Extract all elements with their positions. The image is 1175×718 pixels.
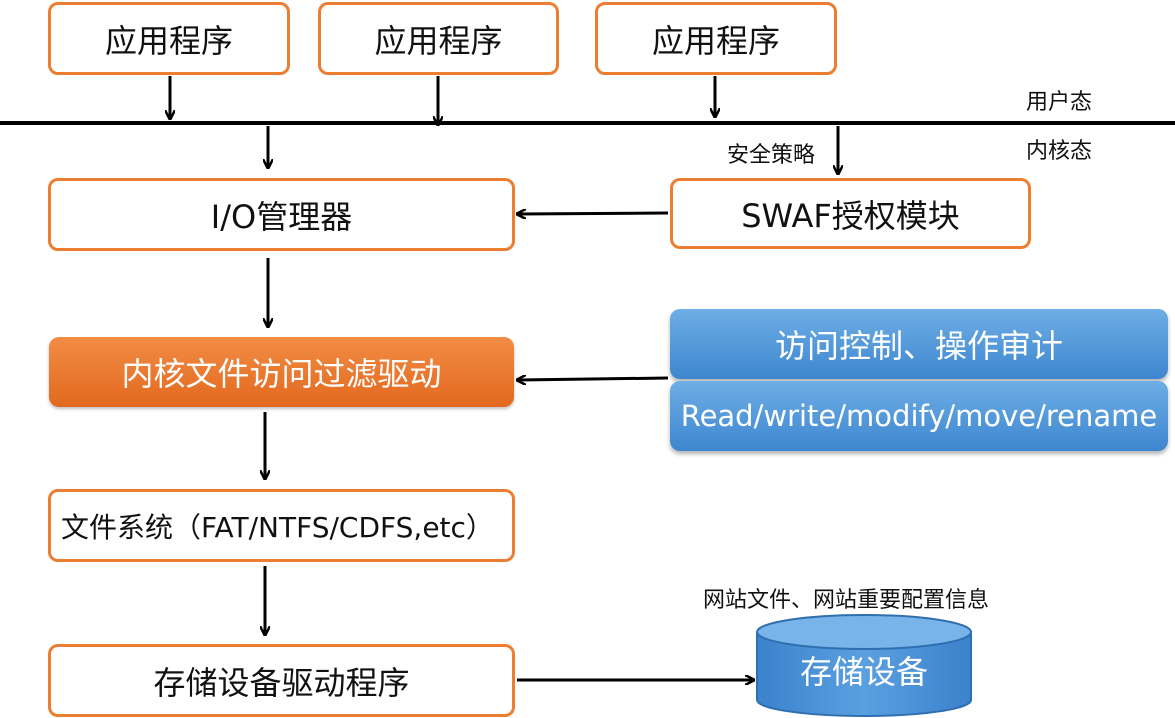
app-box-label: 应用程序: [374, 21, 503, 60]
operations-box: Read/write/modify/move/rename: [670, 381, 1168, 451]
swaf-module-box: SWAF授权模块: [670, 178, 1031, 249]
io-manager-label: I/O管理器: [210, 197, 353, 236]
storage-driver-box: 存储设备驱动程序: [48, 644, 515, 717]
app-box-2: 应用程序: [318, 2, 559, 75]
app-box-3: 应用程序: [595, 2, 837, 75]
io-manager-box: I/O管理器: [48, 178, 515, 251]
app-box-label: 应用程序: [651, 21, 780, 60]
app-box-1: 应用程序: [48, 2, 290, 75]
file-system-box: 文件系统（FAT/NTFS/CDFS,etc）: [48, 489, 515, 562]
storage-device-cylinder: [756, 614, 972, 717]
arrow-blue-to-filter: [518, 378, 669, 380]
operations-label: Read/write/modify/move/rename: [680, 399, 1158, 433]
file-system-label: 文件系统（FAT/NTFS/CDFS,etc）: [61, 510, 494, 544]
filter-driver-label: 内核文件访问过滤驱动: [121, 355, 442, 393]
access-control-box: 访问控制、操作审计: [670, 309, 1168, 379]
filter-driver-box: 内核文件访问过滤驱动: [49, 337, 514, 407]
arrow-swaf-to-io: [518, 213, 669, 214]
security-policy-label: 安全策略: [727, 143, 816, 168]
user-mode-label: 用户态: [1026, 90, 1093, 115]
access-control-label: 访问控制、操作审计: [774, 327, 1063, 365]
storage-note-label: 网站文件、网站重要配置信息: [703, 588, 990, 613]
kernel-mode-label: 内核态: [1026, 139, 1093, 164]
swaf-module-label: SWAF授权模块: [741, 196, 960, 235]
storage-device-label: 存储设备: [799, 653, 928, 691]
storage-driver-label: 存储设备驱动程序: [153, 663, 410, 702]
app-box-label: 应用程序: [104, 21, 233, 60]
